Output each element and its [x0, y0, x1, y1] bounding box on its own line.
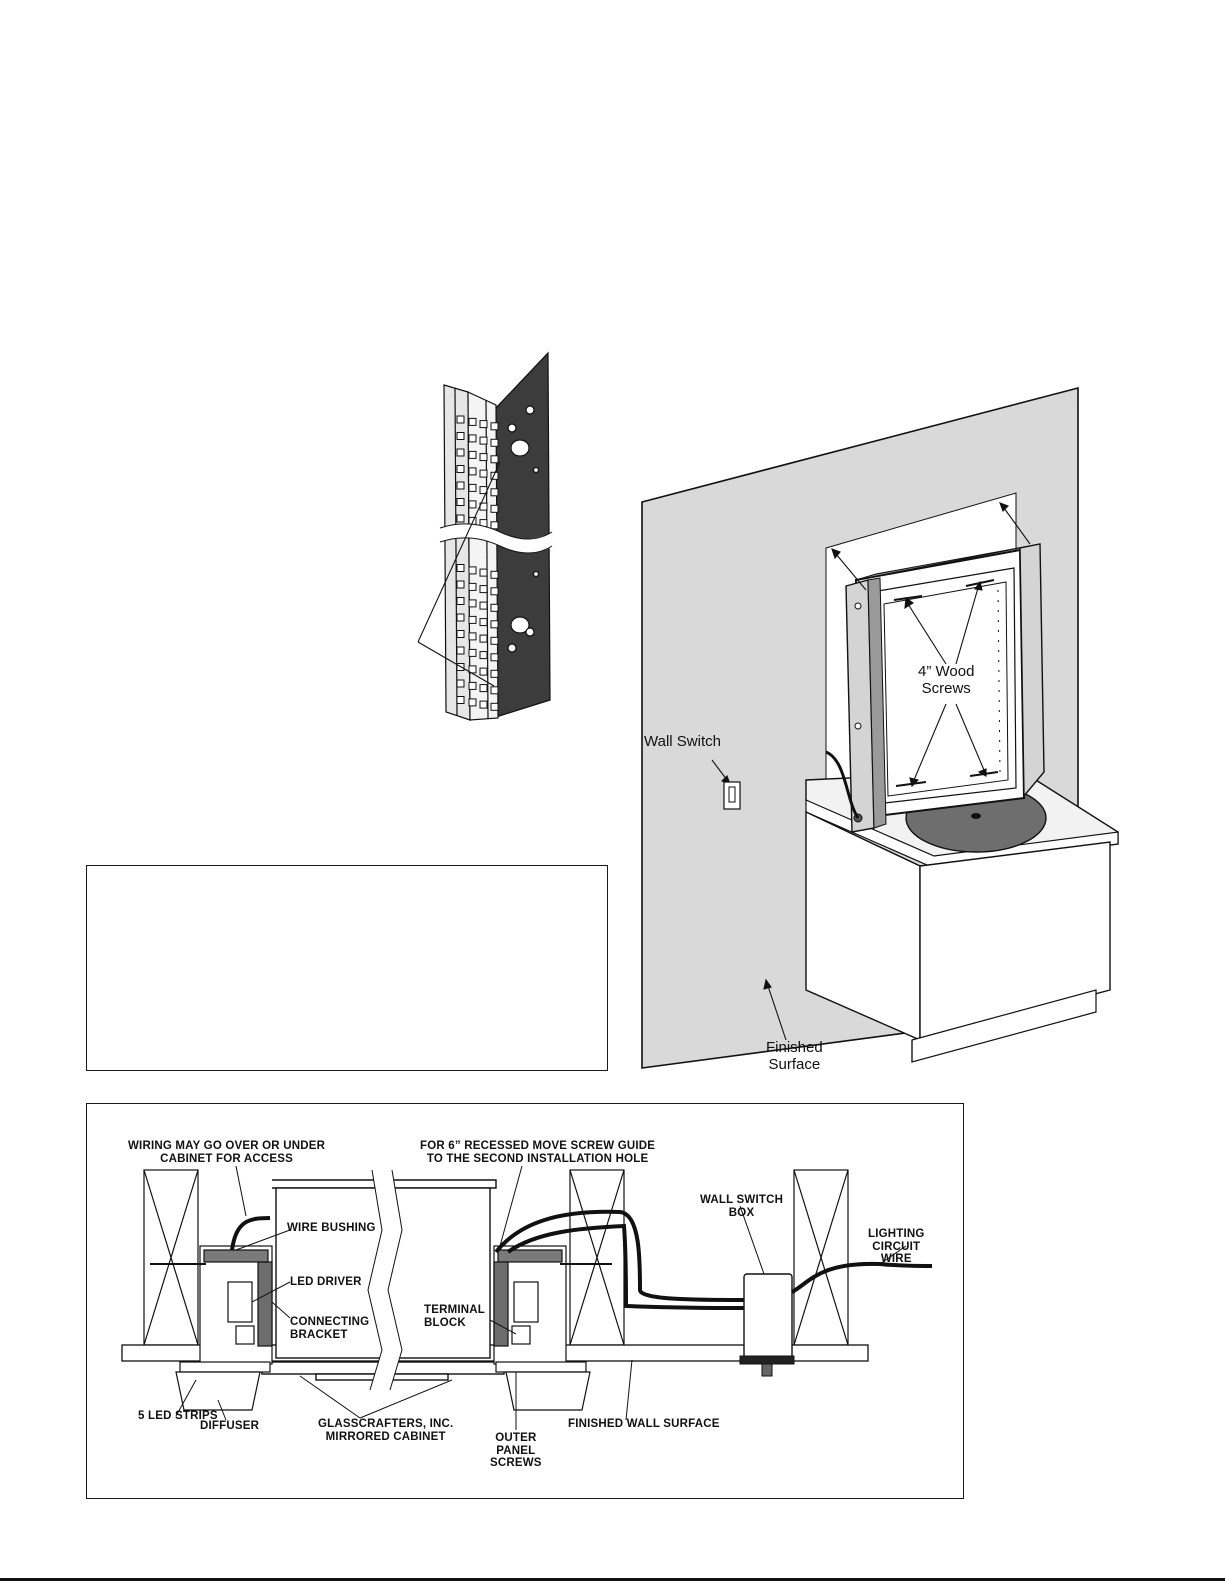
wall-switch-label: Wall Switch: [644, 733, 721, 750]
finished-surface-label: Finished Surface: [766, 1039, 823, 1073]
right-led-driver: [513, 1281, 539, 1323]
led-chip: [490, 488, 499, 497]
right-led-bar: [1019, 543, 1045, 798]
led-chip: [456, 481, 465, 490]
left-wire: [230, 1216, 271, 1251]
led-chip: [490, 587, 499, 596]
led-chip: [456, 646, 465, 655]
led-chip: [456, 696, 465, 704]
wire-bushing-label: WIRE BUSHING: [287, 1222, 376, 1234]
led-chip: [479, 568, 488, 577]
led-chip: [456, 432, 465, 440]
led-chip: [490, 653, 499, 662]
led-chip: [468, 450, 477, 459]
led-chip: [468, 665, 477, 674]
diffuser-label: DIFFUSER: [200, 1420, 260, 1432]
lighting-circuit-wire: [790, 1261, 933, 1294]
led-chip: [479, 436, 488, 445]
wall-switch-box-label: WALL SWITCH BOX: [700, 1194, 784, 1219]
led-chip: [468, 434, 477, 443]
led-chip: [479, 684, 488, 693]
led-chip: [479, 618, 488, 627]
mirrored-cabinet-label: GLASSCRAFTERS, INC. MIRRORED CABINET: [318, 1418, 454, 1443]
led-chip: [479, 651, 488, 660]
led-chip: [490, 570, 499, 579]
led-chip: [490, 636, 499, 645]
recessed-note-label: FOR 6” RECESSED MOVE SCREW GUIDE TO THE …: [420, 1140, 656, 1165]
led-chip: [468, 582, 477, 591]
led-chip: [468, 648, 477, 657]
led-chip: [490, 455, 499, 464]
led-driver-label: LED DRIVER: [290, 1276, 362, 1288]
led-chip: [456, 448, 465, 457]
connecting-bracket-label: CONNECTING BRACKET: [290, 1316, 370, 1341]
led-chip: [490, 471, 499, 480]
led-chip: [479, 420, 488, 429]
led-chip: [456, 415, 465, 424]
led-chip: [468, 500, 477, 509]
led-chip: [490, 438, 499, 447]
lighting-circuit-wire-label: LIGHTING CIRCUIT WIRE: [868, 1228, 925, 1266]
led-chip: [490, 422, 499, 431]
terminal-block: [511, 1325, 531, 1345]
led-strips-label: 5 LED STRIPS: [138, 1410, 218, 1422]
led-chip: [468, 417, 477, 426]
wire-over-cabinet: [494, 1209, 745, 1302]
outer-panel-screws-label: OUTER PANEL SCREWS: [490, 1432, 542, 1470]
led-chip: [468, 467, 477, 476]
led-chip: [479, 453, 488, 462]
led-chip: [456, 580, 465, 589]
led-chip: [468, 681, 477, 690]
led-chip: [479, 667, 488, 676]
led-chip: [479, 601, 488, 610]
wall-switch-box: [743, 1273, 793, 1361]
right-connecting-bracket: [493, 1261, 509, 1347]
page-bottom-rule: [0, 1578, 1225, 1581]
led-chip: [479, 469, 488, 478]
led-chip: [456, 597, 465, 605]
finished-wall-surface-label: FINISHED WALL SURFACE: [568, 1418, 720, 1430]
terminal-block-label: TERMINAL BLOCK: [424, 1304, 486, 1329]
left-connecting-bracket: [257, 1261, 273, 1347]
note-box: [86, 865, 608, 1071]
led-chip: [456, 630, 465, 638]
bracket-break: [438, 523, 556, 553]
led-chip: [456, 613, 465, 622]
led-chip: [490, 603, 499, 612]
led-chip: [490, 702, 499, 711]
led-chip: [456, 514, 465, 523]
led-chip: [456, 564, 465, 572]
led-chip: [490, 521, 499, 530]
led-chip: [468, 566, 477, 575]
wood-screws-label: 4” Wood Screws: [918, 663, 975, 697]
led-chip: [479, 700, 488, 709]
led-chip: [479, 585, 488, 594]
led-chip: [456, 465, 465, 473]
left-led-driver: [227, 1281, 253, 1323]
led-chip: [468, 483, 477, 492]
led-chip: [479, 634, 488, 643]
led-chip: [468, 615, 477, 624]
led-chip: [456, 498, 465, 506]
led-chip: [468, 698, 477, 707]
led-chip: [456, 679, 465, 688]
led-chip: [490, 669, 499, 678]
wiring-note-label: WIRING MAY GO OVER OR UNDER CABINET FOR …: [128, 1140, 326, 1165]
led-chip: [468, 632, 477, 641]
led-chip: [490, 504, 499, 513]
led-chip: [468, 599, 477, 608]
led-chip: [490, 620, 499, 629]
led-chip: [490, 686, 499, 695]
